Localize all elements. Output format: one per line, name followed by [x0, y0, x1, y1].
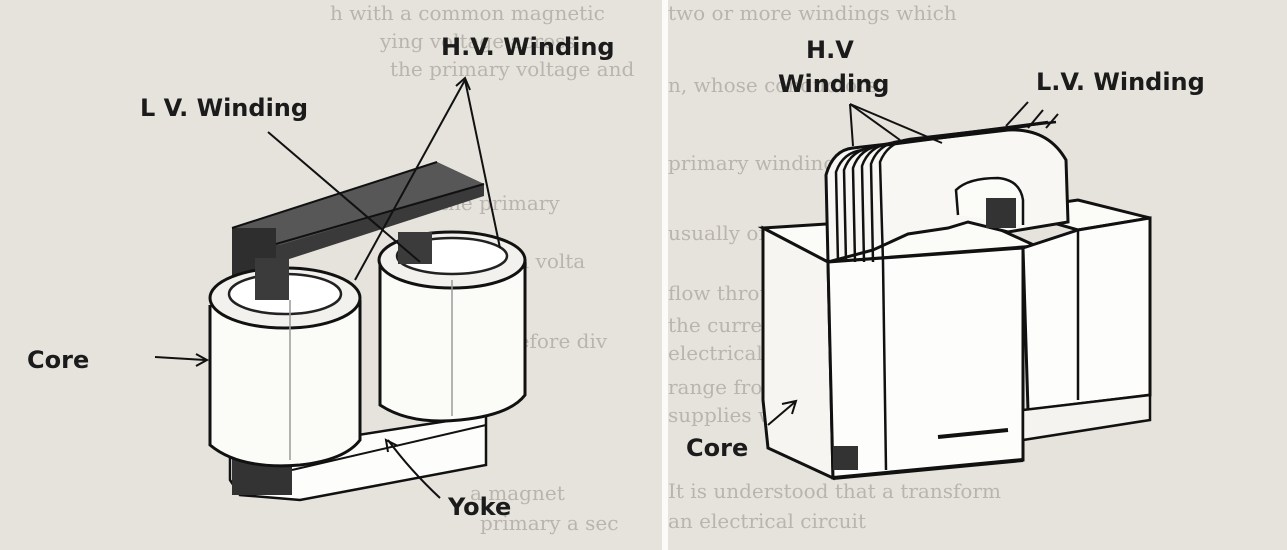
svg-text:n, whose conductors: n, whose conductors [668, 73, 877, 97]
winding-stack [824, 120, 1070, 264]
hv-winding-label-line2: Winding [778, 70, 889, 98]
hv-leader-right [464, 79, 501, 249]
yoke-leader [387, 439, 441, 499]
svg-text:primary winding: primary winding [668, 151, 836, 175]
lv-winding-label: L.V. Winding [1036, 68, 1205, 96]
core-type-transformer-panel: h with a common magnetic ying voltage ac… [0, 0, 662, 550]
lv-leader-2 [1027, 109, 1044, 129]
lv-winding-label: L V. Winding [140, 94, 308, 122]
svg-text:primary a sec: primary a sec [480, 511, 618, 535]
left-limb-winding [208, 258, 362, 468]
lv-leader-3 [1045, 113, 1059, 129]
svg-text:an electrical circuit: an electrical circuit [668, 509, 866, 533]
hv-winding-label: H.V. Winding [441, 33, 615, 61]
svg-text:a magnet: a magnet [470, 481, 565, 505]
hv-leader-3 [849, 103, 943, 144]
core-label: Core [686, 434, 748, 462]
hv-leader-left [354, 79, 466, 281]
right-limb-winding [377, 230, 527, 423]
lv-leader [267, 131, 421, 263]
svg-text:the primary voltage and: the primary voltage and [390, 57, 634, 81]
svg-text:two or more windings which: two or more windings which [668, 1, 957, 25]
hv-leader-2 [849, 103, 901, 141]
svg-text:h with a common magnetic: h with a common magnetic [330, 1, 605, 25]
leader-lines [154, 76, 501, 499]
svg-text:ying voltage across: ying voltage across [379, 29, 576, 53]
hv-leader-1 [849, 103, 854, 147]
hv-winding-label-line1: H.V [806, 36, 854, 64]
svg-text:It is understood that a transf: It is understood that a transform [668, 479, 1001, 503]
core-label: Core [27, 346, 89, 374]
lv-leader-1 [1005, 101, 1029, 127]
core-type-transformer-diagram: h with a common magnetic ying voltage ac… [27, 1, 634, 535]
panel-divider [662, 0, 668, 550]
shell-type-transformer-panel: two or more windings which n, whose cond… [668, 0, 1287, 550]
leader-lines [767, 101, 1059, 426]
core-block [757, 213, 1037, 481]
core-leader [767, 401, 796, 426]
core-leader [154, 356, 206, 361]
shell-type-transformer-diagram: two or more windings which n, whose cond… [668, 1, 1205, 533]
side-limb-block [1007, 198, 1152, 442]
yoke-label: Yoke [447, 493, 511, 521]
